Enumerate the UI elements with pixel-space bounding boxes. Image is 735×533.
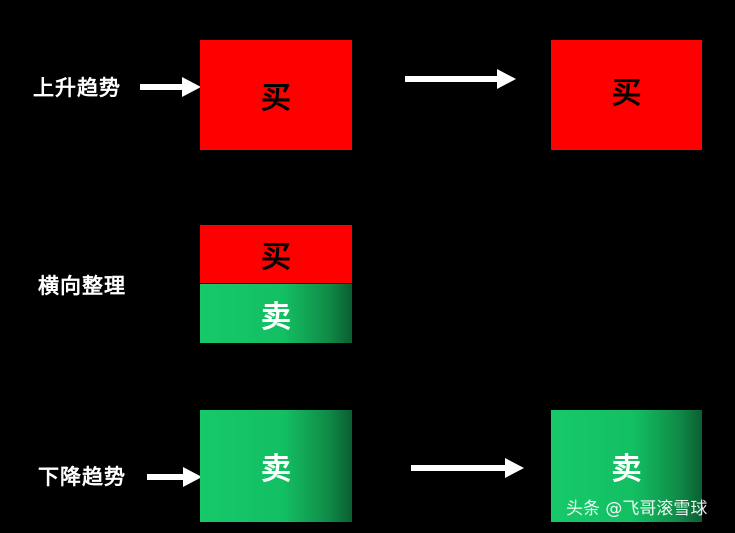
downtrend-sell-box: 卖 [200, 410, 352, 522]
downtrend-arrow-icon [147, 467, 202, 487]
uptrend-buy-box-right: 买 [551, 40, 702, 150]
sideways-buy-box: 买 [200, 225, 352, 283]
downtrend-sell-text-right: 卖 [611, 452, 642, 487]
uptrend-label: 上升趋势 [33, 76, 121, 100]
downtrend-sell-box-right: 卖 [551, 410, 702, 522]
sideways-buy-text: 买 [261, 240, 291, 275]
sideways-sell-text: 卖 [261, 299, 291, 335]
downtrend-label: 下降趋势 [38, 465, 126, 489]
downtrend-sell-text: 卖 [261, 452, 291, 487]
downtrend-continue-arrow-icon [411, 458, 524, 478]
uptrend-continue-arrow-icon [405, 69, 516, 89]
uptrend-buy-text: 买 [261, 81, 291, 116]
sideways-sell-box: 卖 [200, 284, 352, 343]
sideways-label: 横向整理 [38, 274, 126, 298]
uptrend-arrow-icon [140, 77, 201, 97]
watermark: 头条 @飞哥滚雪球 [566, 499, 708, 519]
uptrend-buy-text-right: 买 [611, 76, 642, 111]
uptrend-buy-box: 买 [200, 40, 352, 150]
